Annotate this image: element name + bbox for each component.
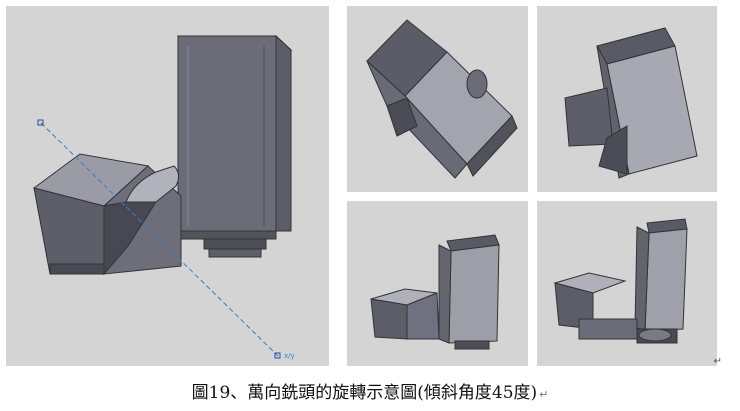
rotation-view-top-right <box>537 6 717 192</box>
rotation-drawing-bottom-left <box>370 234 500 350</box>
rotation-drawing-top-right <box>564 27 698 179</box>
axis-start-marker <box>37 119 44 126</box>
caption-return-mark: ↵ <box>539 388 549 401</box>
paragraph-mark: ↵ <box>713 356 722 367</box>
rotation-view-bottom-right <box>537 201 717 366</box>
axis-end-label: x/y <box>284 352 295 360</box>
axis-end-marker <box>274 352 281 359</box>
figure-caption: 圖19、萬向銑頭的旋轉示意圖(傾斜角度45度)↵ <box>0 378 740 403</box>
rotation-view-bottom-left <box>347 201 528 366</box>
caption-text: 圖19、萬向銑頭的旋轉示意圖(傾斜角度45度) <box>191 383 538 403</box>
rotation-drawing-top-left <box>366 19 518 179</box>
main-cad-view: x/y <box>6 6 329 366</box>
rotation-view-top-left <box>347 6 528 192</box>
rotation-axis-line <box>40 122 279 357</box>
rotation-drawing-bottom-right <box>553 218 688 344</box>
milling-head-main-drawing: x/y <box>32 34 295 360</box>
